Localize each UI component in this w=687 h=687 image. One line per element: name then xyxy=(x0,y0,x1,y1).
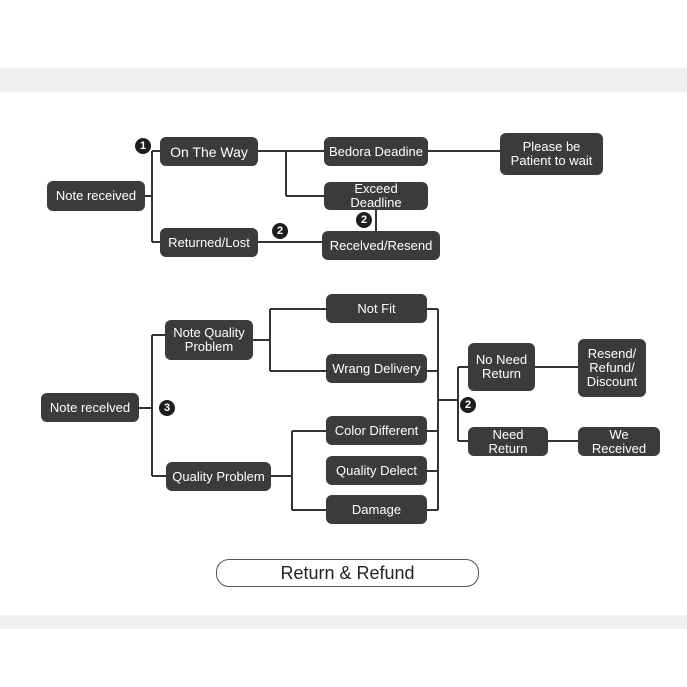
we-received-node: We Received xyxy=(578,427,660,456)
damage-node: Damage xyxy=(326,495,427,524)
need-return-node: Need Return xyxy=(468,427,548,456)
resend-refund-discount-node: Resend/ Refund/ Discount xyxy=(578,339,646,397)
no-need-return-node: No Need Return xyxy=(468,343,535,391)
step-1-badge: 1 xyxy=(135,138,151,154)
color-different-node: Color Different xyxy=(326,416,427,445)
note-received-node-bottom: Note recelved xyxy=(41,393,139,422)
be-patient-node: Please be Patient to wait xyxy=(500,133,603,175)
step-2-badge-top-left: 2 xyxy=(272,223,288,239)
not-fit-node: Not Fit xyxy=(326,294,427,323)
step-2-badge-top: 2 xyxy=(356,212,372,228)
quality-defect-node: Quality Delect xyxy=(326,456,427,485)
bottom-band xyxy=(0,615,687,629)
exceed-deadline-node: Exceed Deadline xyxy=(324,182,428,210)
wrong-delivery-node: Wrang Delivery xyxy=(326,354,427,383)
step-3-badge: 3 xyxy=(159,400,175,416)
note-received-node-top: Note received xyxy=(47,181,145,211)
diagram-panel xyxy=(10,92,679,615)
top-band xyxy=(0,68,687,92)
diagram-title: Return & Refund xyxy=(216,559,479,587)
quality-problem-node: Quality Problem xyxy=(166,462,271,491)
step-2-badge-bottom: 2 xyxy=(460,397,476,413)
returned-lost-node: Returned/Lost xyxy=(160,228,258,257)
before-deadline-node: Bedora Deadine xyxy=(324,137,428,166)
received-resend-node: Recelved/Resend xyxy=(322,231,440,260)
on-the-way-node: On The Way xyxy=(160,137,258,166)
note-quality-problem-node: Note Quality Problem xyxy=(165,320,253,360)
